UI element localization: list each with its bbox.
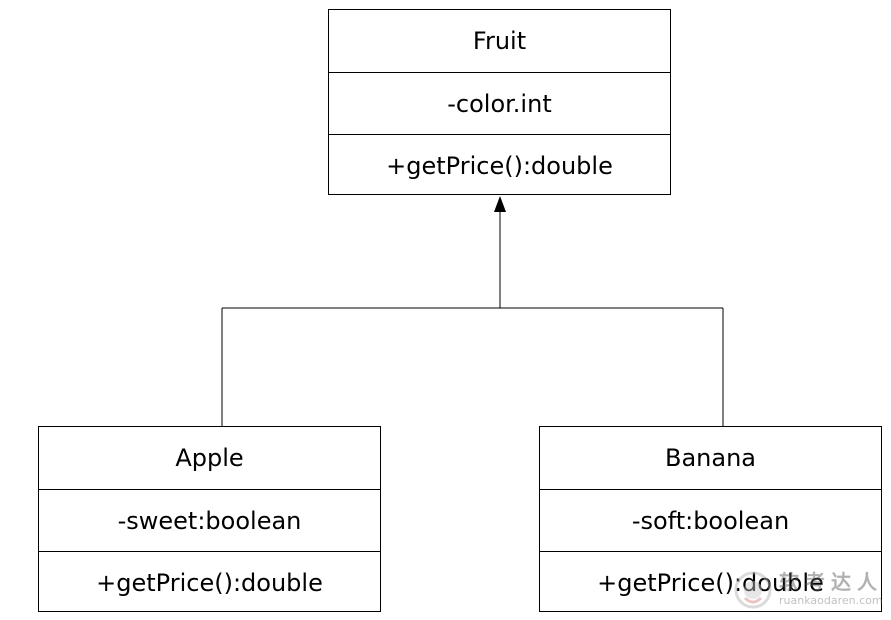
class-apple[interactable]: Apple -sweet:boolean +getPrice():double: [38, 426, 381, 612]
class-method: +getPrice():double: [329, 134, 670, 196]
class-method: +getPrice():double: [39, 551, 380, 613]
watermark-url: ruankaodaren.com: [779, 594, 883, 607]
class-banana[interactable]: Banana -soft:boolean +getPrice():double: [539, 426, 882, 612]
class-name: Banana: [664, 444, 756, 472]
class-attribute: -color.int: [329, 72, 670, 134]
class-name: Fruit: [472, 27, 527, 55]
watermark-logo-icon: [734, 571, 772, 609]
class-attribute: -soft:boolean: [540, 489, 881, 551]
generalization-arrowhead: [494, 196, 506, 212]
class-attribute: -sweet:boolean: [39, 489, 380, 551]
watermark-text: 软考达人: [779, 570, 883, 594]
watermark: 软考达人 ruankaodaren.com: [733, 566, 883, 612]
class-name: Apple: [175, 444, 244, 472]
class-method: +getPrice():double: [540, 551, 881, 613]
class-fruit[interactable]: Fruit -color.int +getPrice():double: [328, 9, 671, 195]
